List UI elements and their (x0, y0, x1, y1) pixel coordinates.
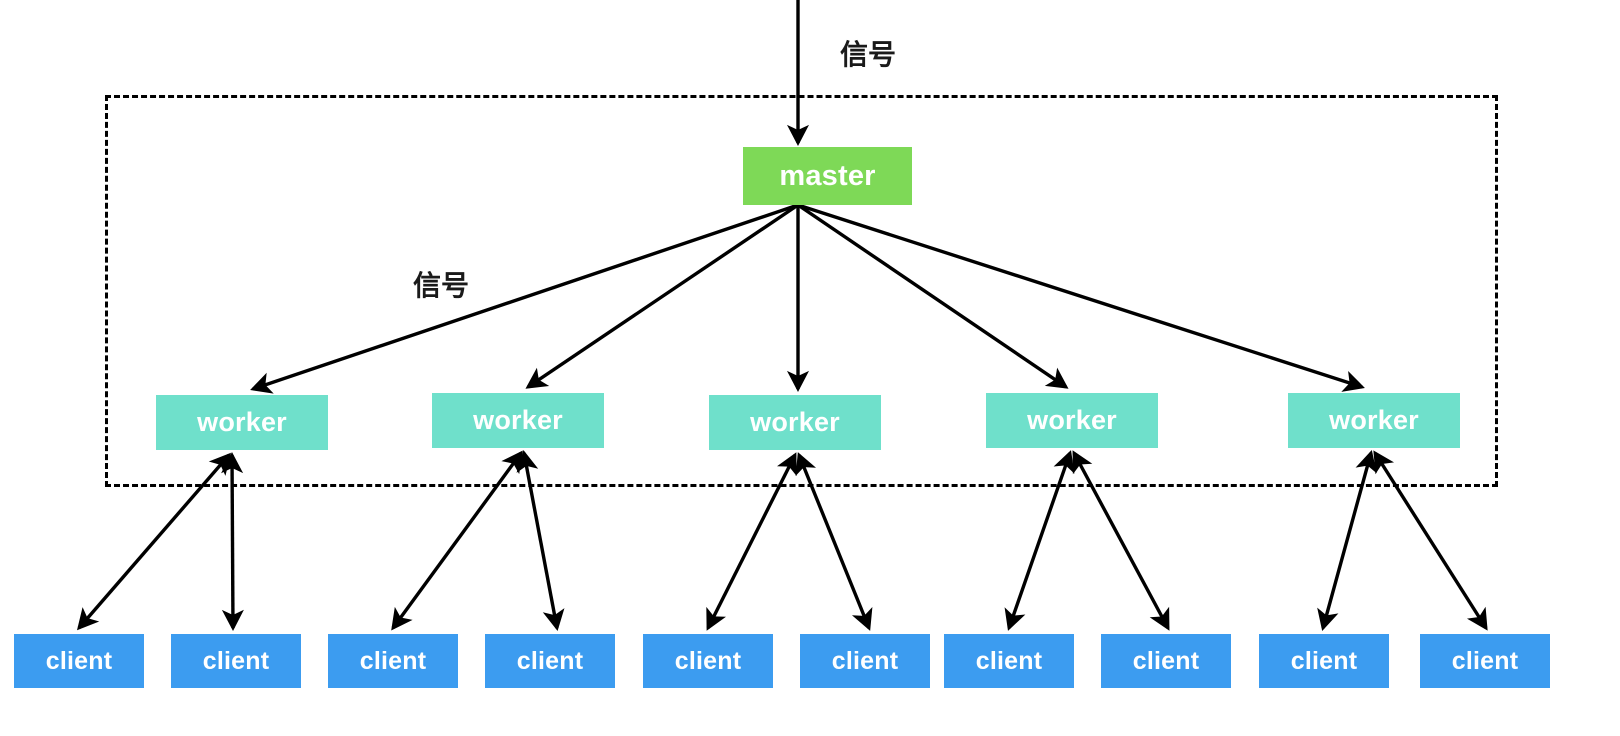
node-worker-3[interactable]: worker (709, 395, 881, 450)
node-client-1[interactable]: client (14, 634, 144, 688)
node-client-7[interactable]: client (944, 634, 1074, 688)
node-client-1-label: client (45, 646, 113, 675)
node-client-4[interactable]: client (485, 634, 615, 688)
node-worker-3-label: worker (750, 407, 840, 437)
node-client-8[interactable]: client (1101, 634, 1231, 688)
node-client-9-label: client (1290, 646, 1358, 675)
node-client-2-label: client (202, 646, 270, 675)
node-client-3[interactable]: client (328, 634, 458, 688)
node-worker-1[interactable]: worker (156, 395, 328, 450)
node-master-label: master (779, 159, 876, 192)
node-client-10-label: client (1451, 646, 1519, 675)
node-master[interactable]: master (743, 147, 912, 205)
node-client-7-label: client (975, 646, 1043, 675)
node-client-9[interactable]: client (1259, 634, 1389, 688)
node-worker-4[interactable]: worker (986, 393, 1158, 448)
signal-label-branch: 信号 (413, 270, 470, 301)
signal-label-top: 信号 (840, 39, 897, 70)
node-client-4-label: client (516, 646, 584, 675)
node-client-5-label: client (674, 646, 742, 675)
node-client-10[interactable]: client (1420, 634, 1550, 688)
node-worker-2[interactable]: worker (432, 393, 604, 448)
node-client-5[interactable]: client (643, 634, 773, 688)
node-client-3-label: client (359, 646, 427, 675)
node-worker-5-label: worker (1329, 405, 1419, 435)
node-client-6[interactable]: client (800, 634, 930, 688)
node-client-6-label: client (831, 646, 899, 675)
server-group-boundary (105, 95, 1498, 487)
node-worker-4-label: worker (1027, 405, 1117, 435)
node-worker-2-label: worker (473, 405, 563, 435)
node-worker-5[interactable]: worker (1288, 393, 1460, 448)
node-client-8-label: client (1132, 646, 1200, 675)
node-worker-1-label: worker (197, 407, 287, 437)
node-client-2[interactable]: client (171, 634, 301, 688)
